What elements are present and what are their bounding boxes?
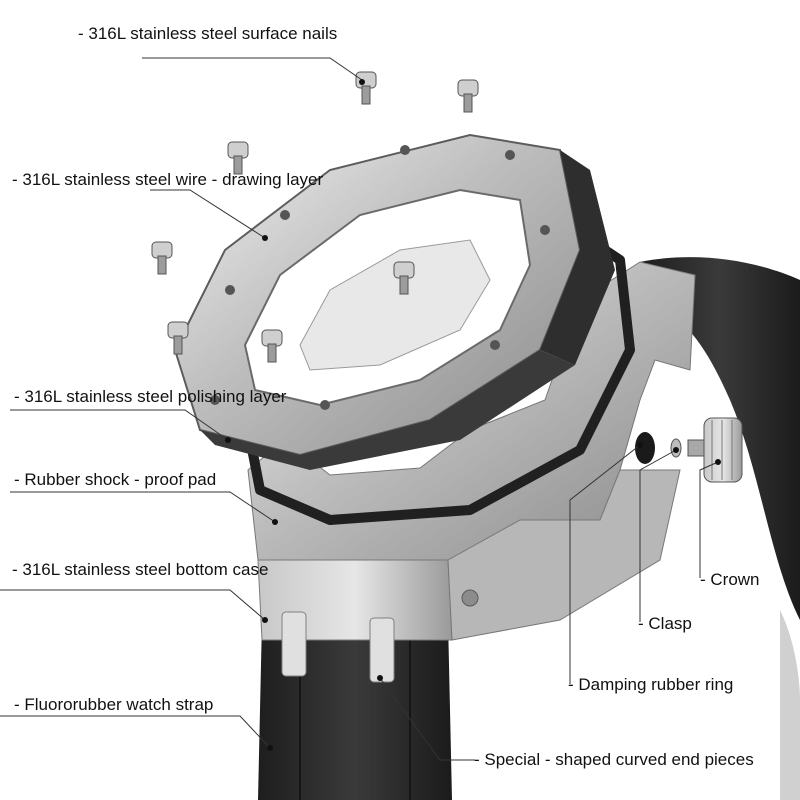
leader-surface-nails xyxy=(142,57,365,85)
label-polishing-layer: - 316L stainless steel polishing layer xyxy=(14,387,287,406)
label-rubber-pad: - Rubber shock - proof pad xyxy=(14,470,217,489)
right-strap xyxy=(640,257,800,800)
nail-7 xyxy=(261,329,283,363)
leader-damping-ring xyxy=(569,442,643,684)
nail-2 xyxy=(457,79,479,113)
label-bottom-case: - 316L stainless steel bottom case xyxy=(12,560,269,579)
label-clasp: - Clasp xyxy=(638,614,692,633)
surface-nails xyxy=(151,71,479,363)
crown-part xyxy=(687,417,743,483)
leader-wire-drawing xyxy=(150,189,268,241)
nail-4 xyxy=(151,241,173,275)
nail-5 xyxy=(393,261,415,295)
label-crown: - Crown xyxy=(700,570,760,589)
nail-1 xyxy=(355,71,377,105)
nail-6 xyxy=(167,321,189,355)
leader-polishing xyxy=(10,409,231,443)
label-damping-ring: - Damping rubber ring xyxy=(568,675,734,694)
leader-rubber-pad xyxy=(10,491,278,525)
leader-end-pieces xyxy=(377,675,475,761)
label-surface-nails: - 316L stainless steel surface nails xyxy=(78,24,338,43)
label-end-pieces: - Special - shaped curved end pieces xyxy=(474,750,754,769)
damping-rubber-ring xyxy=(635,432,655,464)
leader-watch-strap xyxy=(0,715,273,751)
leader-crown xyxy=(699,459,721,578)
leader-lines xyxy=(0,57,721,761)
label-watch-strap: - Fluororubber watch strap xyxy=(14,695,214,714)
label-wire-drawing-layer: - 316L stainless steel wire - drawing la… xyxy=(12,170,324,189)
crown-assembly xyxy=(635,417,743,483)
leader-clasp xyxy=(639,447,679,622)
polished-bezel xyxy=(173,133,615,470)
nail-3 xyxy=(227,141,249,175)
leader-bottom-case xyxy=(0,589,268,623)
